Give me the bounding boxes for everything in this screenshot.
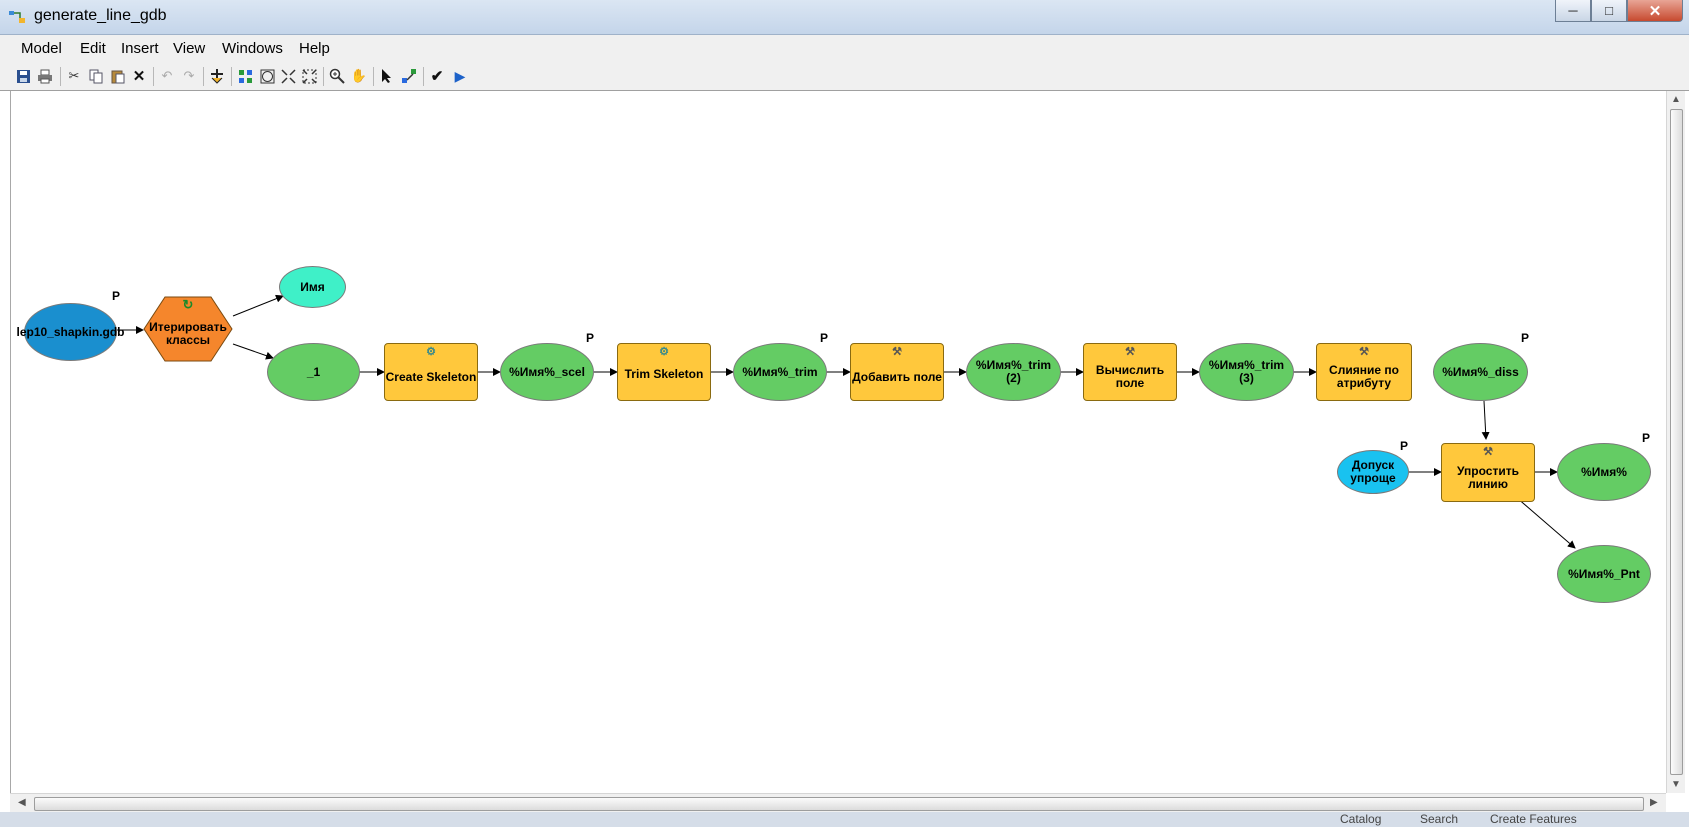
data-node-trim2[interactable]: %Имя%_trim (2)	[966, 343, 1061, 401]
menu-bar: Model Edit Insert View Windows Help	[0, 35, 1689, 63]
add-data-icon[interactable]	[208, 67, 226, 85]
model-tool-icon: ⚙	[659, 346, 669, 358]
undo-icon[interactable]: ↶	[161, 68, 173, 83]
name-variable-node[interactable]: Имя	[279, 266, 346, 308]
hammer-icon: ⚒	[1125, 346, 1135, 358]
tool-trim-skeleton[interactable]: ⚙ Trim Skeleton	[617, 343, 711, 401]
create-features-tab[interactable]: Create Features	[1490, 812, 1577, 826]
delete-icon[interactable]: ✕	[132, 68, 146, 85]
run-icon[interactable]: ▶	[454, 67, 466, 84]
parameter-marker: P	[1642, 431, 1651, 445]
maximize-icon: □	[1605, 3, 1613, 18]
connector	[1481, 400, 1490, 440]
maximize-button[interactable]: □	[1591, 0, 1627, 22]
data-node-diss[interactable]: %Имя%_diss	[1433, 343, 1528, 401]
parameter-marker: P	[112, 289, 121, 303]
search-tab[interactable]: Search	[1420, 812, 1459, 826]
menu-windows[interactable]: Windows	[222, 40, 283, 57]
tool-simplify-line[interactable]: ⚒ Упростить линию	[1441, 443, 1535, 502]
data-node-scel[interactable]: %Имя%_scel	[500, 343, 594, 401]
parameter-marker: P	[586, 331, 595, 345]
minimize-icon: ─	[1568, 3, 1578, 18]
model-tool-icon: ⚙	[426, 346, 436, 358]
zoom-in-icon[interactable]	[328, 67, 346, 85]
menu-insert[interactable]: Insert	[121, 40, 159, 57]
parameter-marker: P	[1400, 439, 1409, 453]
parameter-marker: P	[1521, 331, 1530, 345]
parameter-marker: P	[820, 331, 829, 345]
model-builder-icon	[9, 11, 25, 23]
scroll-left-icon[interactable]: ◀	[18, 797, 26, 808]
toolbar: ✂ ✕ ↶ ↷ ✋ ✔ ▶	[0, 63, 1689, 91]
catalog-tab[interactable]: Catalog	[1340, 812, 1382, 826]
connector	[1515, 496, 1576, 549]
background-window-strip: Catalog Search Create Features	[0, 812, 1689, 827]
menu-view[interactable]: View	[173, 40, 206, 57]
menu-model[interactable]: Model	[21, 40, 62, 57]
hammer-icon: ⚒	[1483, 446, 1493, 458]
pan-icon[interactable]: ✋	[350, 68, 368, 83]
fixed-zoom-in-icon[interactable]	[279, 67, 297, 85]
tool-add-field[interactable]: ⚒ Добавить поле	[850, 343, 944, 401]
connector	[232, 294, 284, 317]
full-extent-icon[interactable]	[258, 67, 276, 85]
fixed-zoom-out-icon[interactable]	[300, 67, 318, 85]
connector-layer	[117, 294, 1576, 549]
close-icon: ✕	[1648, 2, 1662, 20]
scroll-down-icon[interactable]: ▼	[1671, 779, 1681, 790]
minimize-button[interactable]: ─	[1555, 0, 1591, 22]
copy-icon[interactable]	[87, 67, 105, 85]
input-dataset-node[interactable]: lep10_shapkin.gdb	[16, 303, 125, 361]
data-node-trim3[interactable]: %Имя%_trim (3)	[1199, 343, 1294, 401]
tool-dissolve[interactable]: ⚒ Слияние по атрибуту	[1316, 343, 1412, 401]
paste-icon[interactable]	[109, 67, 127, 85]
connect-icon[interactable]	[400, 67, 418, 85]
data-node-pnt[interactable]: %Имя%_Pnt	[1557, 545, 1651, 603]
tolerance-parameter-node[interactable]: Допуск упроще	[1337, 450, 1409, 494]
window-title: generate_line_gdb	[34, 7, 167, 24]
hammer-icon: ⚒	[892, 346, 902, 358]
hammer-icon: ⚒	[1359, 346, 1369, 358]
redo-icon[interactable]: ↷	[183, 68, 195, 83]
vertical-scroll-thumb[interactable]	[1670, 109, 1683, 775]
cut-icon[interactable]: ✂	[68, 68, 80, 83]
iterator-node-shape[interactable]	[143, 296, 233, 362]
menu-edit[interactable]: Edit	[80, 40, 106, 57]
save-icon[interactable]	[14, 67, 32, 85]
output-data-node[interactable]: %Имя%	[1557, 443, 1651, 501]
print-icon[interactable]	[36, 67, 54, 85]
data-node-trim[interactable]: %Имя%_trim	[733, 343, 827, 401]
connector	[232, 343, 274, 360]
model-canvas[interactable]: lep10_shapkin.gdb P ↻ Итерировать классы…	[10, 91, 1667, 793]
validate-icon[interactable]: ✔	[430, 68, 444, 85]
horizontal-scroll-thumb[interactable]	[34, 797, 1644, 811]
horizontal-scrollbar[interactable]: ◀ ▶	[10, 793, 1666, 813]
title-bar: generate_line_gdb ─ □ ✕	[0, 0, 1689, 35]
scroll-right-icon[interactable]: ▶	[1650, 797, 1658, 808]
close-button[interactable]: ✕	[1627, 0, 1683, 22]
menu-help[interactable]: Help	[299, 40, 330, 57]
tool-calculate-field[interactable]: ⚒ Вычислить поле	[1083, 343, 1177, 401]
auto-layout-icon[interactable]	[236, 67, 254, 85]
data-node-out1[interactable]: _1	[267, 343, 360, 401]
scroll-up-icon[interactable]: ▲	[1671, 94, 1681, 105]
vertical-scrollbar[interactable]: ▲ ▼	[1666, 91, 1685, 793]
tool-create-skeleton[interactable]: ⚙ Create Skeleton	[384, 343, 478, 401]
select-icon[interactable]	[378, 67, 396, 85]
window-controls: ─ □ ✕	[1555, 0, 1683, 22]
